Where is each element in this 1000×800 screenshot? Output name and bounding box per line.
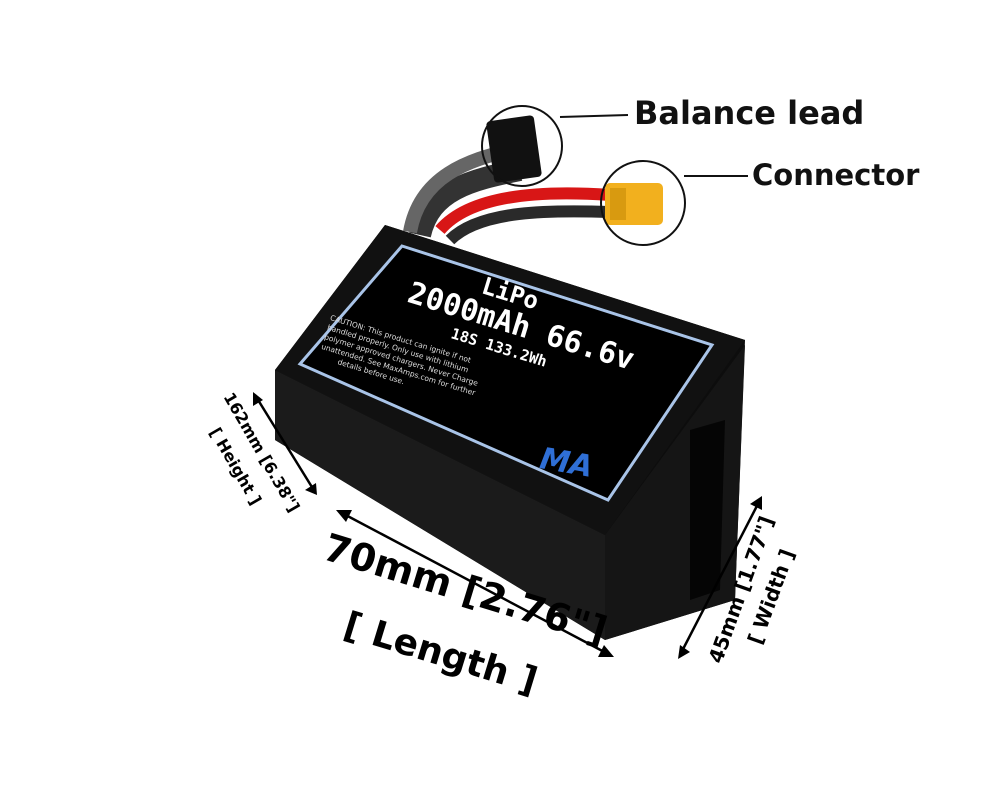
xt-connector: [600, 160, 748, 246]
battery-body: [275, 225, 745, 640]
dimension-arrows: [253, 392, 762, 659]
callout-connector: Connector: [752, 158, 920, 192]
callout-balance-lead: Balance lead: [634, 94, 864, 132]
balance-lead-plug: [481, 105, 629, 187]
battery-label-border: [297, 244, 715, 502]
